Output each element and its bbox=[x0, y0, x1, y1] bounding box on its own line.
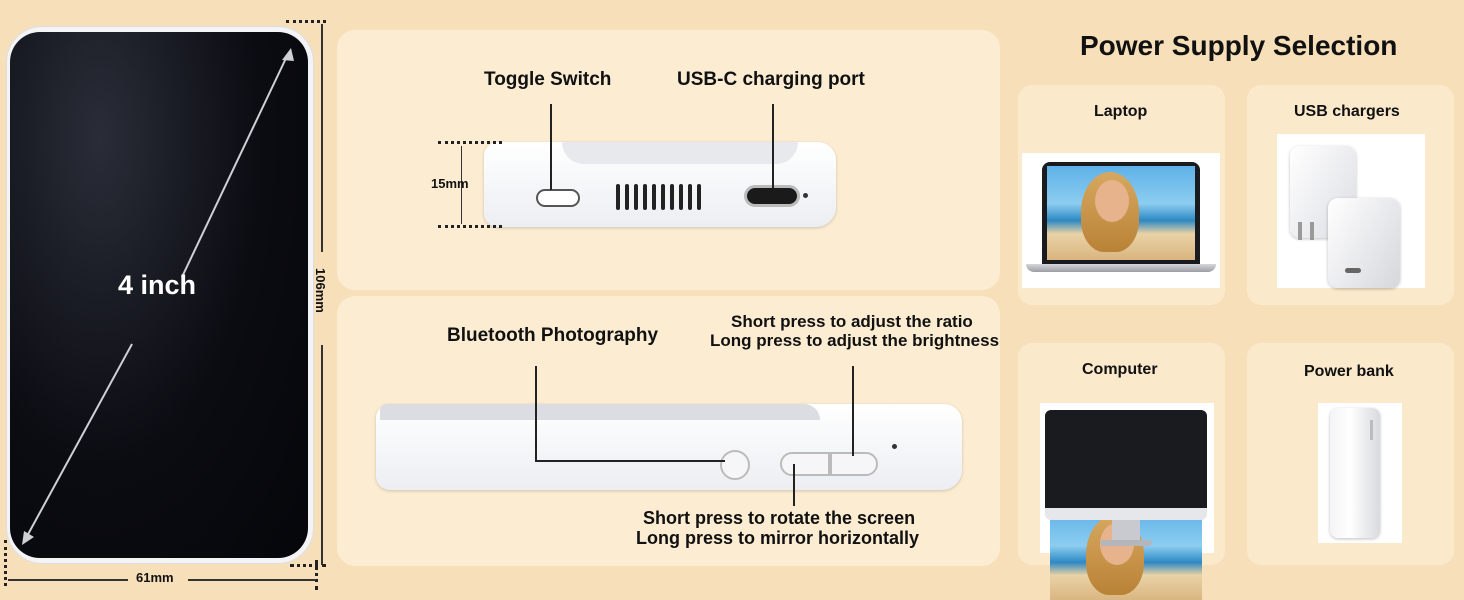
toggle-switch-label: Toggle Switch bbox=[484, 69, 612, 90]
usb-c-port bbox=[744, 185, 800, 207]
ratio-button bbox=[830, 452, 878, 476]
ratio-label-line2: Long press to adjust the brightness bbox=[710, 331, 1000, 350]
height-dim-bottom bbox=[290, 564, 326, 567]
usb-port-label: USB-C charging port bbox=[677, 69, 865, 90]
height-dim-line bbox=[321, 24, 323, 252]
mic-hole bbox=[803, 193, 808, 198]
thickness-dim-line bbox=[461, 146, 462, 224]
charger-prong bbox=[1310, 222, 1314, 240]
usb-pointer bbox=[772, 104, 774, 188]
card-computer-label: Computer bbox=[1082, 361, 1158, 378]
toggle-pointer bbox=[550, 104, 552, 190]
thickness-dim-bottom bbox=[438, 225, 502, 228]
height-dim-line bbox=[321, 345, 323, 565]
width-dim-right bbox=[315, 560, 318, 590]
bluetooth-label: Bluetooth Photography bbox=[447, 325, 659, 346]
screen-size-label: 4 inch bbox=[118, 270, 197, 300]
computer-chin bbox=[1045, 508, 1207, 520]
card-usb-chargers-label: USB chargers bbox=[1294, 103, 1400, 120]
rotate-pointer bbox=[793, 464, 795, 506]
power-title: Power Supply Selection bbox=[1080, 30, 1398, 61]
height-dim-top bbox=[286, 20, 326, 23]
power-bank-leds bbox=[1370, 420, 1373, 440]
rotate-button bbox=[780, 452, 830, 476]
diagonal-arrow-icon bbox=[22, 48, 294, 545]
charger-usb-c-slot bbox=[1345, 268, 1361, 273]
card-laptop-label: Laptop bbox=[1094, 103, 1148, 120]
height-label: 106mm bbox=[313, 268, 328, 313]
speaker-grill bbox=[616, 184, 706, 210]
computer-stand-base bbox=[1100, 540, 1152, 546]
computer-icon bbox=[1045, 410, 1207, 516]
width-dim-left bbox=[4, 540, 7, 586]
rotate-label-line2: Long press to mirror horizontally bbox=[636, 528, 920, 548]
device-top-edge bbox=[380, 404, 820, 420]
charger-prong bbox=[1298, 222, 1302, 240]
bluetooth-shutter-button bbox=[720, 450, 750, 480]
card-power-bank-label: Power bank bbox=[1304, 363, 1394, 380]
thickness-label: 15mm bbox=[431, 176, 469, 191]
width-label: 61mm bbox=[136, 570, 174, 585]
computer-stand bbox=[1112, 520, 1140, 542]
bluetooth-pointer bbox=[535, 366, 537, 462]
indicator-hole bbox=[892, 444, 897, 449]
laptop-base bbox=[1026, 264, 1216, 272]
width-dim-line bbox=[188, 579, 316, 581]
bluetooth-pointer bbox=[535, 460, 725, 462]
ratio-pointer bbox=[852, 366, 854, 456]
ratio-label-line1: Short press to adjust the ratio bbox=[731, 312, 973, 331]
width-dim-line bbox=[8, 579, 128, 581]
toggle-switch bbox=[536, 189, 580, 207]
device-screen bbox=[10, 32, 308, 558]
rotate-label-line1: Short press to rotate the screen bbox=[643, 508, 916, 528]
usb-charger-icon bbox=[1328, 198, 1400, 288]
device-camera-bump bbox=[562, 142, 798, 164]
thickness-dim-top bbox=[438, 141, 502, 144]
laptop-screen-photo bbox=[1047, 166, 1195, 260]
